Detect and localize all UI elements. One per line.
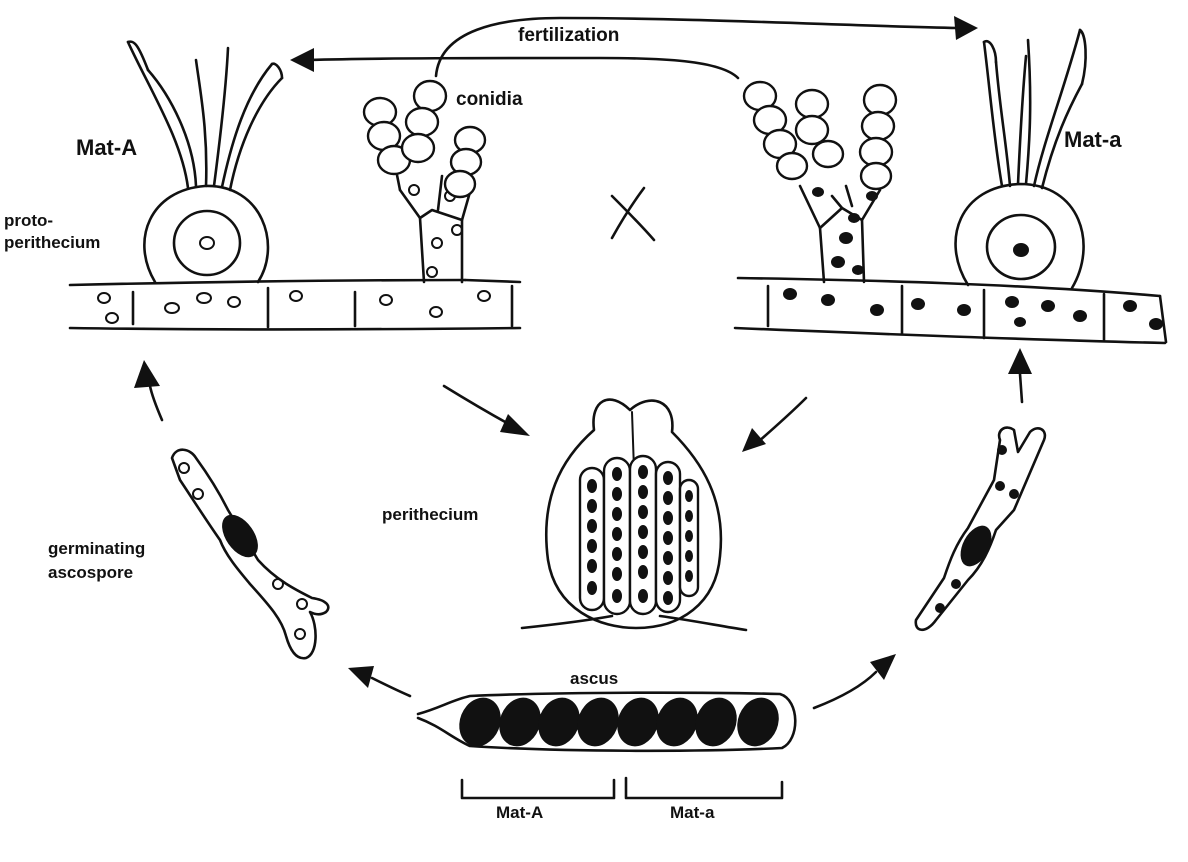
- left-protoperithecium: [126, 40, 284, 284]
- left-conidiophore: [362, 79, 487, 284]
- mat-a-label: Mat-a: [1064, 127, 1122, 152]
- ascus-label: ascus: [570, 669, 619, 688]
- protoperithecium-label-line2: perithecium: [4, 233, 101, 252]
- germinating-label-line1: germinating: [48, 539, 146, 558]
- fertilization-arrows: [290, 16, 978, 80]
- perithecium-label: perithecium: [382, 505, 479, 524]
- protoperithecium-label-line1: proto-: [4, 211, 54, 230]
- conidia-label: conidia: [456, 89, 523, 110]
- genotype-brackets: [460, 776, 784, 800]
- right-protoperithecium: [954, 28, 1087, 290]
- right-hypha: [733, 276, 1168, 345]
- arrow-right-up: [1008, 348, 1032, 404]
- cross-symbol: [610, 186, 656, 242]
- fertilization-label: fertilization: [518, 25, 620, 46]
- perithecium: [520, 398, 748, 632]
- ascus: [416, 691, 797, 753]
- ascus-arrows: [348, 654, 896, 710]
- germinating-label-line2: ascospore: [48, 563, 134, 582]
- arrows-to-perithecium: [442, 384, 808, 452]
- bracket-mat-a-label: Mat-a: [670, 803, 715, 822]
- arrow-left-up: [134, 360, 164, 422]
- right-conidiophore: [742, 80, 898, 284]
- bracket-mat-A-label: Mat-A: [496, 803, 544, 822]
- left-hypha: [68, 278, 522, 331]
- mat-A-label: Mat-A: [76, 135, 138, 160]
- right-germinating-ascospore: [914, 426, 1047, 632]
- left-germinating-ascospore: [170, 448, 330, 660]
